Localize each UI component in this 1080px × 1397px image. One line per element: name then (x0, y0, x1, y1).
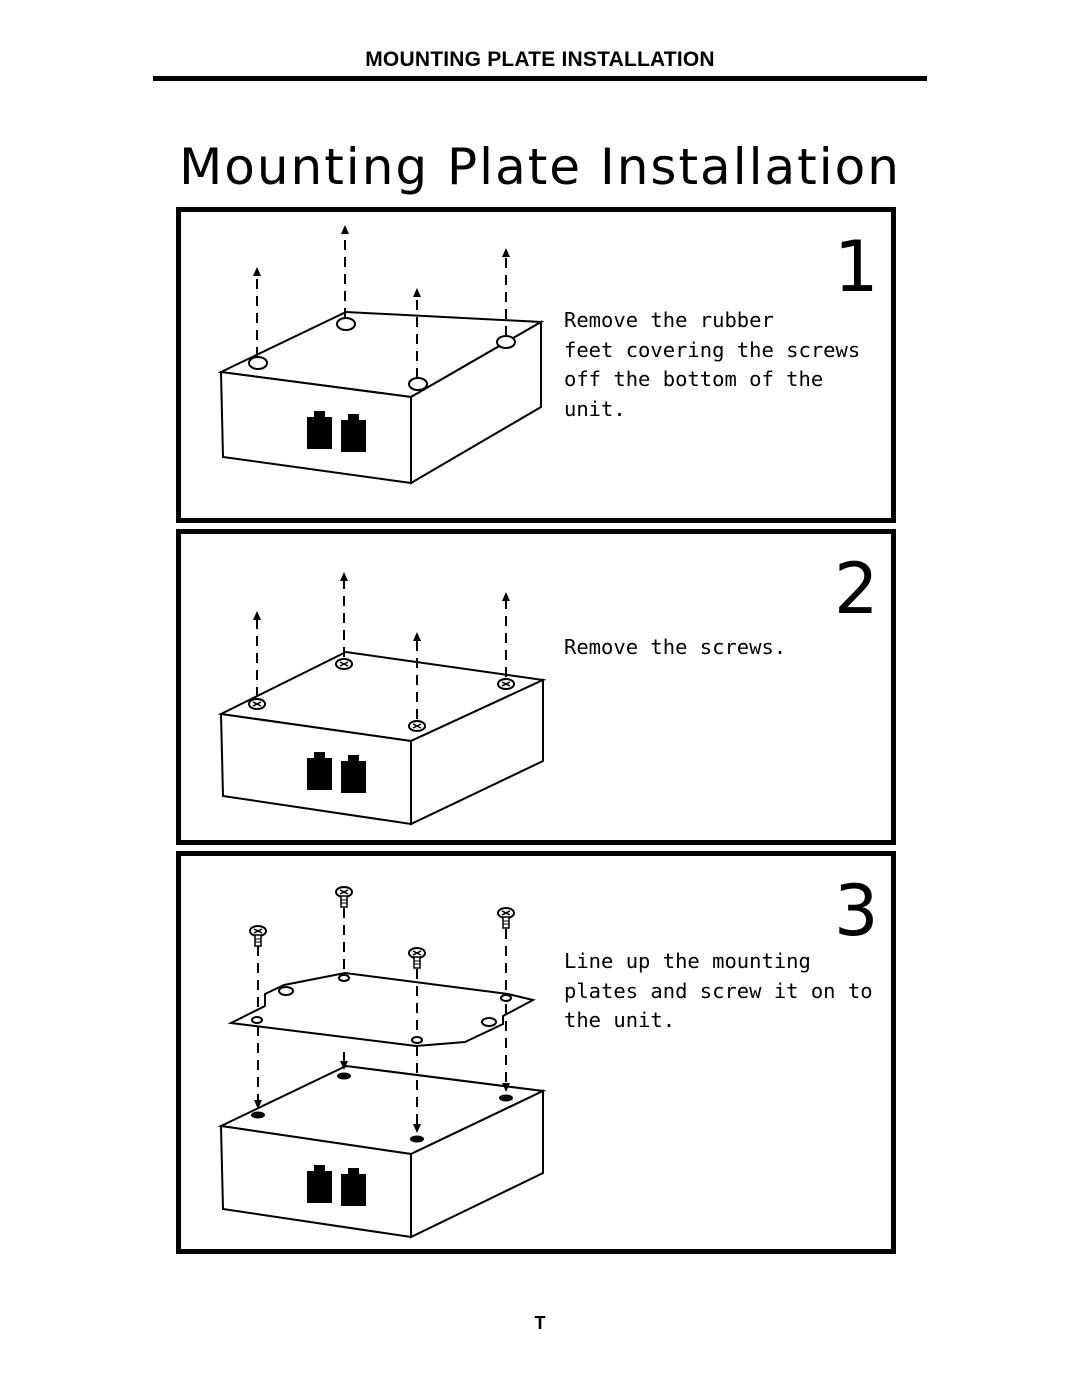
screws-group (249, 886, 515, 969)
mounting-plate (227, 971, 536, 1048)
page-marker: T (534, 1313, 546, 1333)
step-3-illustration (217, 886, 547, 1239)
step-panel-2: 2 Remove the screws. (176, 529, 896, 845)
page-title: Mounting Plate Installation (179, 138, 901, 196)
step-number-1: 1 (834, 226, 879, 308)
step-number-3: 3 (834, 870, 879, 952)
step-panel-1: 1 Remove the rubber feet covering the sc… (176, 207, 896, 523)
section-heading: MOUNTING PLATE INSTALLATION (365, 48, 715, 71)
heading-rule (153, 76, 927, 81)
step-text-1: Remove the rubber feet covering the scre… (564, 308, 861, 421)
step-text-3: Line up the mounting plates and screw it… (564, 949, 873, 1032)
step-text-2: Remove the screws. (564, 635, 787, 659)
step-2-illustration (217, 572, 547, 826)
step-1-illustration (217, 225, 545, 485)
step-panel-3: 3 Line up the mounting plates and screw … (176, 851, 896, 1254)
step-number-2: 2 (834, 548, 879, 630)
